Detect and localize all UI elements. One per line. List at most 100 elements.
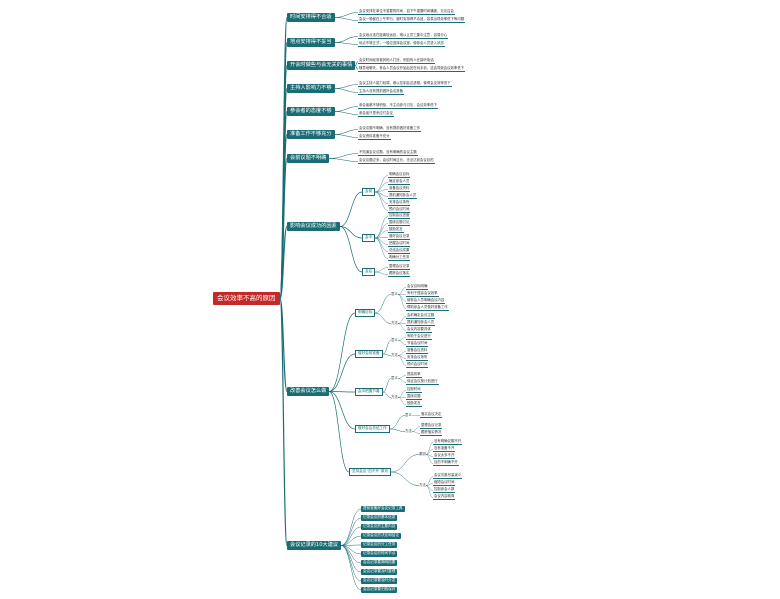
- group-before-meeting[interactable]: 会前: [362, 188, 376, 196]
- connector-line: [382, 378, 392, 393]
- branch-preparation[interactable]: 准备工作不够充分: [287, 130, 335, 140]
- factor-item: 跟踪会议落实: [388, 271, 411, 277]
- connector-line: [374, 237, 389, 252]
- connector-line: [397, 378, 407, 383]
- connector-line: [334, 42, 359, 45]
- detail-item: 会议目标明确: [406, 284, 429, 290]
- note: 会议资料准备不充分: [358, 134, 391, 140]
- detail-item: 控制参会人数: [433, 487, 456, 493]
- detail-item: 会议内容精简: [433, 494, 456, 500]
- connector-line: [334, 17, 359, 21]
- factor-item: 提前通知参会人员: [388, 193, 418, 199]
- connector-line: [397, 375, 407, 379]
- branch-minutes-tips[interactable]: 会议记录的10大建议: [287, 541, 342, 551]
- detail-item: 使参会人员明确会议内容: [406, 298, 446, 304]
- detail-item: 有利于提高会议效率: [406, 291, 439, 297]
- factor-item: 安排会议场所: [388, 200, 411, 206]
- connector-line: [425, 442, 434, 455]
- tip-item[interactable]: 会议记录要简明扼要: [361, 560, 398, 566]
- connector-line: [397, 316, 407, 324]
- factor-item: 确定参会人员: [388, 179, 411, 185]
- connector-line: [397, 390, 407, 398]
- tip-item[interactable]: 记录会议的分工任务: [361, 542, 398, 548]
- group-clear-goals[interactable]: 明确目标: [355, 309, 376, 317]
- detail-item: 鼓励发言: [406, 401, 422, 407]
- note: 会议安排在单位不重要的时间，如下午重要时间横被，无论召会: [358, 9, 455, 15]
- detail-item: 提高效率: [406, 372, 422, 378]
- note: 会议时间经常被其他人打扰，例如有人在接听电话: [358, 58, 435, 64]
- tip-item[interactable]: 记录会议的主要内容: [361, 524, 398, 530]
- factor-item: 做好会议记录: [388, 234, 411, 240]
- detail-item: 缩短会议时间: [433, 480, 456, 486]
- meaning-label: 意义: [391, 292, 398, 296]
- branch-host-influence[interactable]: 主持人影响力不够: [287, 84, 335, 94]
- connector-line: [425, 476, 434, 486]
- tip-item[interactable]: 会议记录要及时分发: [361, 578, 398, 584]
- group-during-meeting[interactable]: 会中: [362, 234, 376, 242]
- tip-item[interactable]: 会议记录要归档保存: [361, 587, 398, 593]
- detail-item: 没有准备不开: [433, 446, 456, 452]
- detail-item: 跟踪落实情况: [420, 430, 443, 436]
- detail-item: 目的不明确不开: [433, 460, 459, 466]
- branch-time-arrangement[interactable]: 时间安排得不合适: [287, 13, 335, 23]
- branch-success-factors[interactable]: 影响会议成功的因素: [287, 222, 340, 232]
- connector-line: [279, 297, 288, 393]
- meaning-label: 意义: [405, 413, 412, 417]
- factor-item: 明确分工任务: [388, 255, 411, 261]
- connector-line: [397, 294, 407, 309]
- note: 会议主持人能力较弱，难以控制会议进程，使得会议效率低下: [358, 81, 452, 87]
- connector-line: [339, 226, 363, 239]
- tip-item[interactable]: 记录会议的基本信息: [361, 515, 398, 521]
- group-post-meeting-summary[interactable]: 做好会后总结工作: [355, 425, 390, 433]
- detail-item: 有助于会议进行: [406, 334, 432, 340]
- connector-line: [374, 223, 389, 239]
- connector-line: [374, 191, 389, 211]
- connector-line: [334, 12, 359, 18]
- branch-irrelevant-activities[interactable]: 开会时做些与会无关的事情: [287, 61, 356, 71]
- detail-item: 提前通知参会人员: [406, 320, 436, 326]
- detail-item: 会议次数尽量减少: [433, 473, 463, 479]
- connector-line: [374, 312, 392, 324]
- factor-item: 整理会议记录: [388, 264, 411, 270]
- tip-item[interactable]: 提前准备好会议记录工具: [361, 506, 405, 512]
- connector-line: [340, 535, 362, 546]
- detail-item: 准备会议资料: [406, 348, 429, 354]
- branch-attendee-attitude[interactable]: 参会者的态度不够: [287, 107, 335, 117]
- factor-item: 准备会议资料: [388, 186, 411, 192]
- group-after-meeting[interactable]: 会后: [362, 268, 376, 276]
- method-label: 方法: [405, 429, 412, 433]
- tip-item[interactable]: 记录会议的决定和结论: [361, 533, 401, 539]
- detail-item: 落实会议决定: [420, 412, 443, 418]
- root-topic[interactable]: 会议效率不高的原因: [213, 292, 280, 305]
- group-in-meeting-pace[interactable]: 会中把握节奏: [355, 388, 383, 396]
- connector-line: [374, 271, 389, 275]
- connector-line: [425, 485, 434, 498]
- factor-item: 鼓励发言: [388, 227, 404, 233]
- note: 主持人没有提前做好会议准备: [358, 89, 405, 95]
- group-four-no-meetings-principle[interactable]: 坚持会议“四不开”原则: [349, 468, 392, 476]
- tip-item[interactable]: 会议记录要及时整理: [361, 569, 398, 575]
- branch-agenda-unclear[interactable]: 会前议题不明确: [287, 154, 330, 164]
- group-pre-meeting-prep[interactable]: 做好会前准备: [355, 350, 383, 358]
- connector-line: [425, 454, 434, 464]
- connector-line: [374, 294, 392, 314]
- connector-line: [411, 426, 421, 432]
- connector-line: [397, 323, 407, 331]
- connector-line: [328, 158, 359, 162]
- method-label: 方法: [391, 395, 398, 399]
- principle-label: 原则: [419, 452, 426, 456]
- connector-line: [340, 545, 362, 564]
- connector-line: [340, 526, 362, 546]
- connector-line: [334, 111, 359, 115]
- connector-line: [328, 312, 356, 392]
- connector-line: [397, 294, 407, 302]
- branch-how-to-improve[interactable]: 改善会议怎么做: [287, 387, 330, 397]
- branch-location[interactable]: 地点安排得不妥当: [287, 38, 335, 48]
- connector-line: [354, 65, 359, 70]
- connector-line: [334, 36, 359, 43]
- detail-item: 围绕议题: [406, 394, 422, 400]
- detail-item: 节省会议时间: [406, 341, 429, 347]
- detail-item: 会议内容要具体: [406, 327, 432, 333]
- connector-line: [328, 391, 350, 473]
- tip-item[interactable]: 记录会议的时间节点: [361, 551, 398, 557]
